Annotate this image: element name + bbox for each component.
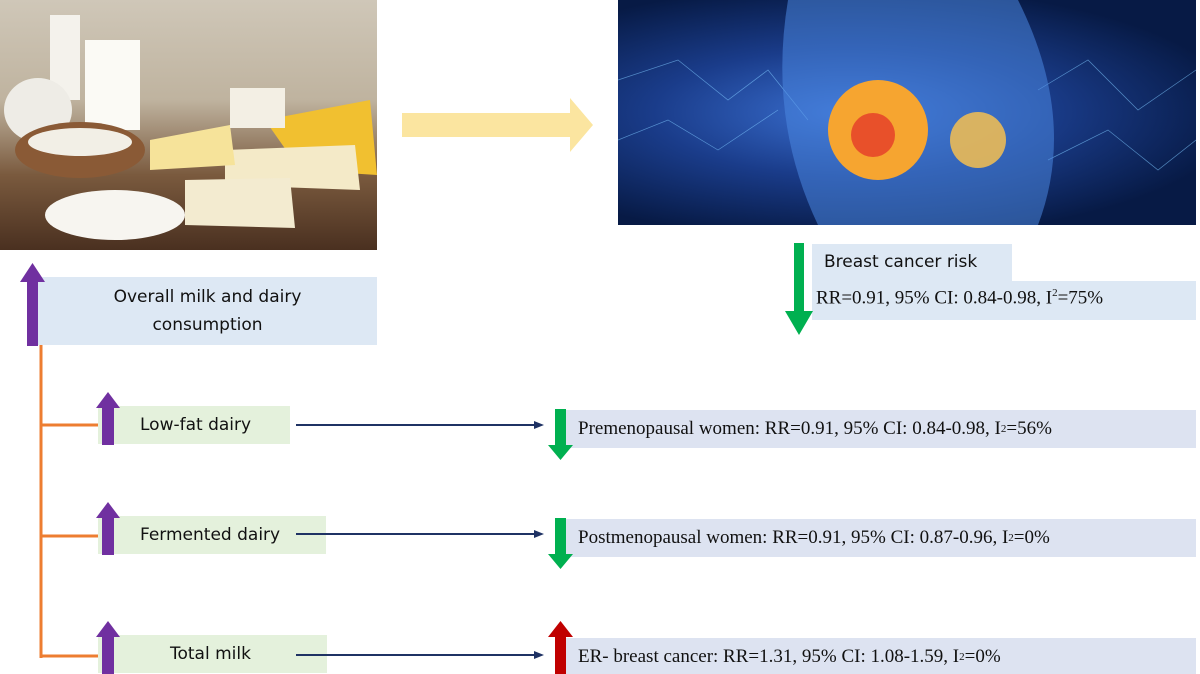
subgroup-label: Low-fat dairy [140, 415, 252, 435]
subgroup-box: Fermented dairy [98, 516, 326, 554]
navy-right-arrow-icon [296, 530, 544, 538]
tree-connector [39, 345, 100, 658]
increase-arrow-icon [548, 621, 573, 674]
increase-arrow-icon [20, 263, 45, 346]
navy-right-arrow-icon [296, 421, 544, 429]
outcome-stats: RR=0.91, 95% CI: 0.84-0.98, I2=75% [816, 287, 1104, 309]
outcome-title: Breast cancer risk [824, 252, 978, 272]
dairy-products-image [0, 0, 377, 250]
outcome-stats-box [812, 281, 1196, 320]
subgroup-result: ER- breast cancer: RR=1.31, 95% CI: 1.08… [566, 638, 1196, 674]
exposure-box: Overall milk and dairy consumption [38, 277, 377, 345]
subgroup-label: Fermented dairy [140, 525, 281, 545]
subgroup-box: Low-fat dairy [98, 406, 290, 444]
subgroup-result: Premenopausal women: RR=0.91, 95% CI: 0.… [566, 410, 1196, 448]
breast-anatomy-image [618, 0, 1196, 225]
decrease-arrow-icon [548, 518, 573, 569]
exposure-label: Overall milk and dairy consumption [113, 287, 302, 335]
decrease-arrow-icon [548, 409, 573, 460]
subgroup-label: Total milk [170, 644, 251, 664]
increase-arrow-icon [96, 502, 120, 555]
navy-right-arrow-icon [296, 651, 544, 659]
outcome-title-box [812, 244, 1012, 281]
subgroup-box: Total milk [98, 635, 327, 673]
decrease-arrow-icon [785, 243, 813, 335]
yellow-right-arrow-icon [402, 98, 593, 152]
subgroup-result: Postmenopausal women: RR=0.91, 95% CI: 0… [566, 519, 1196, 557]
increase-arrow-icon [96, 621, 120, 674]
increase-arrow-icon [96, 392, 120, 445]
